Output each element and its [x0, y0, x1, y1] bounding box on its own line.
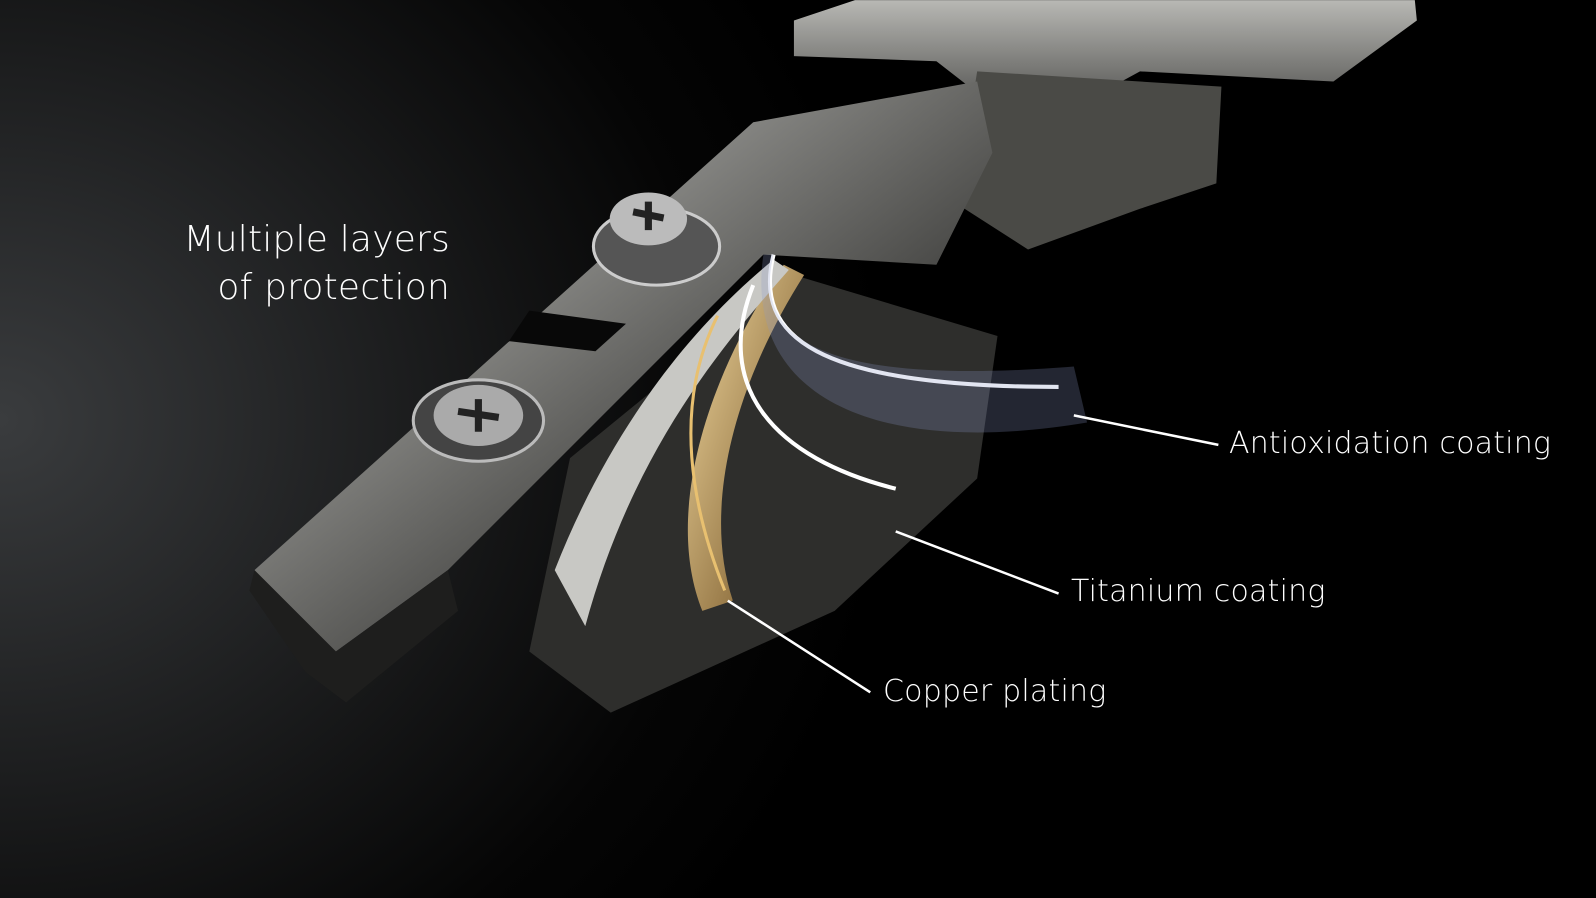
copper-arc: [689, 314, 727, 592]
hinge-inner-arm: [529, 274, 998, 713]
antioxidation-film: [761, 254, 1088, 433]
arm-slot: [508, 310, 626, 352]
headline-line-1: Multiple layers: [183, 219, 450, 260]
headline: Multiple layers of protection: [150, 216, 450, 312]
callout-titanium: Titanium coating: [1071, 574, 1326, 609]
copper-layer: [687, 264, 805, 611]
hinge-main-arm: [254, 81, 993, 652]
leader-line-copper: [727, 599, 871, 694]
titanium-arc: [738, 284, 897, 491]
screw-top: [591, 192, 722, 287]
callout-antioxidation: Antioxidation coating: [1229, 426, 1552, 461]
hinge-arm-side: [249, 570, 459, 703]
leader-line-antioxidation: [1073, 414, 1219, 447]
titanium-layer: [554, 259, 789, 627]
screw-bottom: [411, 378, 546, 463]
hinge-mounting-plate: [793, 0, 1417, 133]
hinge-cup: [956, 71, 1222, 250]
callout-copper: Copper plating: [883, 674, 1107, 709]
antioxidation-arc: [768, 254, 1059, 389]
leader-line-titanium: [895, 530, 1060, 595]
headline-line-2: of protection: [217, 267, 450, 308]
